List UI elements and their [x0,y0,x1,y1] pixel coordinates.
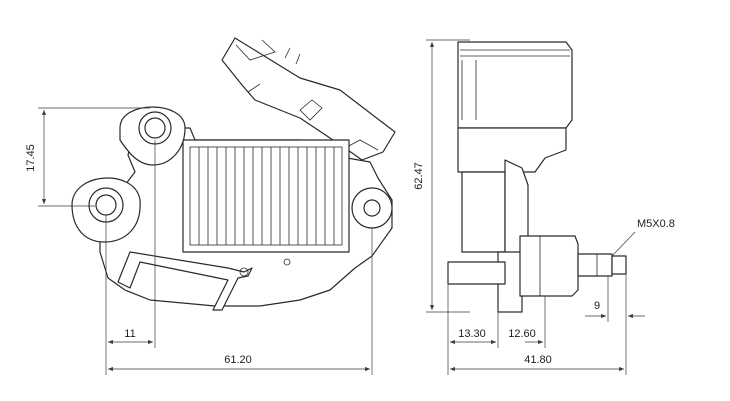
housing-rivet [283,258,291,266]
dim-depth-left: 13.30 [458,328,486,340]
side-body [461,171,506,253]
lower-terminal [71,177,141,243]
dimension-lines [38,39,645,375]
heat-sink [182,139,350,253]
side-base-plate [447,261,506,285]
side-top-block [457,41,573,129]
right-mount-hole [351,187,393,229]
side-view [447,41,627,313]
dim-thread-spec: M5X0.8 [637,218,675,230]
dim-overall-width: 61.20 [224,354,252,366]
side-connector-housing [519,235,579,297]
dim-depth-mid: 12.60 [508,328,536,340]
lower-strap [117,251,253,311]
brush-holder [221,37,396,161]
dim-terminal-spacing: 17.45 [25,144,37,172]
side-threaded-stud [577,253,613,277]
front-view [71,37,396,311]
dim-overall-depth: 41.80 [524,354,552,366]
dim-overall-height: 62.47 [413,162,425,190]
dim-stud-length: 9 [594,300,600,312]
dim-terminal-offset: 11 [124,328,135,340]
